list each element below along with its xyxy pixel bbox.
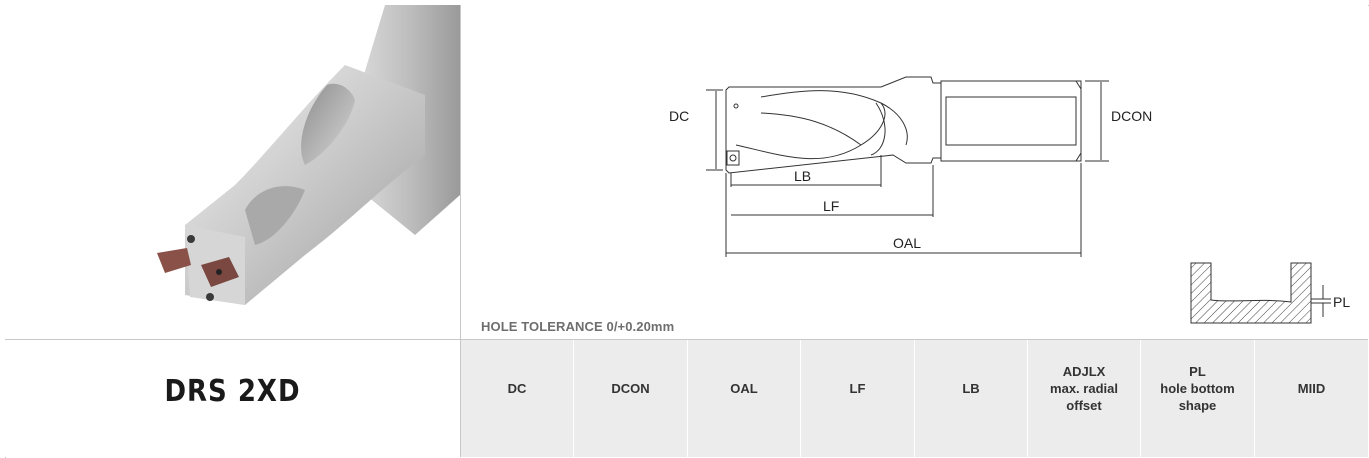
spec-table-header: DC DCON OAL LF LB ADJLX max. radial offs… xyxy=(461,340,1368,457)
drill-dimension-drawing: DC DCON LB LF OAL PL xyxy=(669,76,1350,324)
dim-label-dc: DC xyxy=(669,108,689,124)
column-header-dc: DC xyxy=(461,340,574,457)
dim-label-pl: PL xyxy=(1333,294,1350,310)
column-header-lf: LF xyxy=(801,340,915,457)
drill-photo xyxy=(157,5,460,305)
model-title: DRS 2XD xyxy=(164,374,301,409)
technical-drawing-cell: DC DCON LB LF OAL PL HOLE TOLERANCE 0/+0… xyxy=(461,5,1368,340)
column-header-dcon: DCON xyxy=(574,340,688,457)
dim-label-dcon: DCON xyxy=(1111,108,1152,124)
dim-label-lb: LB xyxy=(794,168,811,184)
column-header-miid: MIID xyxy=(1297,381,1326,396)
dim-label-oal: OAL xyxy=(893,235,921,251)
product-photo-cell xyxy=(5,5,461,340)
column-header-pl: PL hole bottom shape xyxy=(1141,340,1255,457)
column-header-lb: LB xyxy=(915,340,1028,457)
coolant-hole-icon xyxy=(187,235,195,243)
coolant-hole-icon xyxy=(206,293,214,301)
column-header-adjlx: ADJLX max. radial offset xyxy=(1028,340,1141,457)
model-name-cell: DRS 2XD xyxy=(5,340,461,457)
insert-outer-icon xyxy=(157,248,191,273)
hole-tolerance-note: HOLE TOLERANCE 0/+0.20mm xyxy=(481,319,675,334)
column-header-oal: OAL xyxy=(688,340,801,457)
dim-label-lf: LF xyxy=(823,198,839,214)
